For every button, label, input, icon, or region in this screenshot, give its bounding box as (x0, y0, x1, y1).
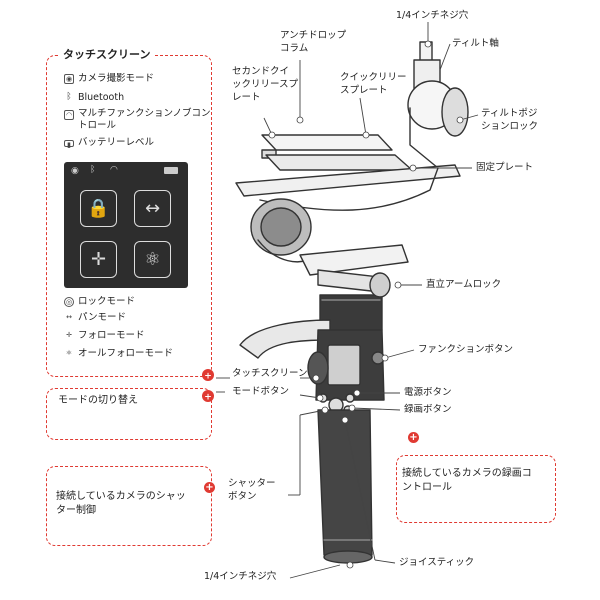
mode-item-lock: ◎ ロックモード (64, 296, 135, 308)
label-bottom-screw-hole: 1/4インチネジ穴 (204, 571, 277, 582)
mode-switch-text: モードの切り替え (58, 395, 138, 406)
mode-item-all-follow: ⚛ オールフォローモード (64, 348, 173, 360)
label-joystick: ジョイスティック (399, 557, 475, 568)
shutter-control-note (46, 466, 212, 546)
mode-item-follow: ✛ フォローモード (64, 330, 145, 342)
label-tilt-lock-2: ションロック (481, 121, 539, 132)
label-touch-screen: タッチスクリーン (232, 368, 308, 379)
follow-mode-icon: ✛ (66, 331, 72, 339)
svg-text:+: + (204, 372, 212, 382)
bluetooth-icon: ᛒ (90, 165, 96, 175)
status-item-bluetooth: ᛒ Bluetooth (64, 92, 124, 104)
status-item-label: バッテリーレベル (78, 137, 155, 148)
all-follow-mode-tile[interactable]: ⚛ (134, 241, 171, 278)
status-item-camera: ◉ カメラ撮影モード (64, 73, 154, 85)
mode-item-label: フォローモード (78, 330, 145, 341)
pan-mode-icon: ↔ (66, 313, 72, 321)
record-control-text-1: 接続しているカメラの録画コ (402, 468, 532, 479)
multifunction-icon: ◠ (110, 165, 118, 175)
status-item-battery: ▮ バッテリーレベル (64, 137, 154, 149)
plus-marker-shutter: + (204, 482, 215, 493)
label-power-button: 電源ボタン (404, 387, 452, 398)
label-record-button: 録画ボタン (404, 404, 452, 415)
plus-marker-record: + (408, 432, 419, 443)
follow-mode-tile[interactable]: ✛ (80, 241, 117, 278)
mode-item-label: ロックモード (78, 296, 136, 307)
label-mode-button: モードボタン (232, 386, 290, 397)
lock-mode-tile[interactable]: 🔒 (80, 190, 117, 227)
status-item-multifunction: ◠ マルチファンクションノブコントロール (64, 108, 213, 132)
label-second-qr-1: セカンドクイ (232, 66, 290, 77)
label-function-button: ファンクションボタン (418, 344, 514, 355)
camera-icon: ◉ (71, 166, 79, 176)
svg-text:+: + (204, 393, 212, 403)
shutter-control-text-2: ター制御 (56, 505, 96, 516)
record-control-note (396, 455, 556, 523)
label-shutter-1: シャッター (228, 478, 276, 489)
touch-screen-title: タッチスクリーン (60, 46, 154, 62)
label-tilt-lock-1: ティルトポジ (481, 108, 538, 119)
record-control-text-2: ントロール (402, 482, 452, 493)
label-vertical-arm-lock: 直立アームロック (426, 279, 502, 290)
lock-mode-icon: ◎ (64, 297, 74, 307)
multifunction-icon: ◠ (64, 110, 74, 120)
label-second-qr-2: ックリリースプ (232, 79, 299, 90)
label-qr-plate-1: クイックリリー (340, 72, 407, 83)
battery-icon (164, 167, 178, 174)
label-anti-drop-1: アンチドロップ (280, 30, 347, 41)
mode-item-label: パンモード (78, 312, 126, 323)
pan-mode-tile[interactable]: ↔ (134, 190, 171, 227)
label-qr-plate-2: スプレート (340, 85, 388, 96)
mode-item-pan: ↔ パンモード (64, 312, 126, 324)
shutter-control-text-1: 接続しているカメラのシャッ (56, 491, 186, 502)
mode-item-label: オールフォローモード (78, 348, 174, 359)
label-fixed-plate: 固定プレート (476, 162, 534, 173)
label-anti-drop-2: コラム (280, 43, 309, 54)
status-item-label: カメラ撮影モード (78, 73, 155, 84)
label-top-screw-hole: 1/4インチネジ穴 (396, 10, 469, 21)
label-shutter-2: ボタン (228, 491, 257, 502)
camera-icon: ◉ (64, 74, 74, 84)
battery-icon: ▮ (64, 139, 74, 149)
mode-switch-note (46, 388, 212, 440)
label-second-qr-3: レート (232, 92, 261, 103)
status-item-label: Bluetooth (78, 92, 125, 103)
all-follow-mode-icon: ⚛ (65, 349, 73, 357)
touch-screen-mockup: ◉ ᛒ ◠ 🔒 ↔ ✛ ⚛ (64, 162, 188, 288)
status-item-label: マルチファンクションノブコントロール (78, 108, 211, 131)
bluetooth-icon: ᛒ (66, 92, 72, 102)
label-tilt-axis: ティルト軸 (452, 38, 499, 49)
